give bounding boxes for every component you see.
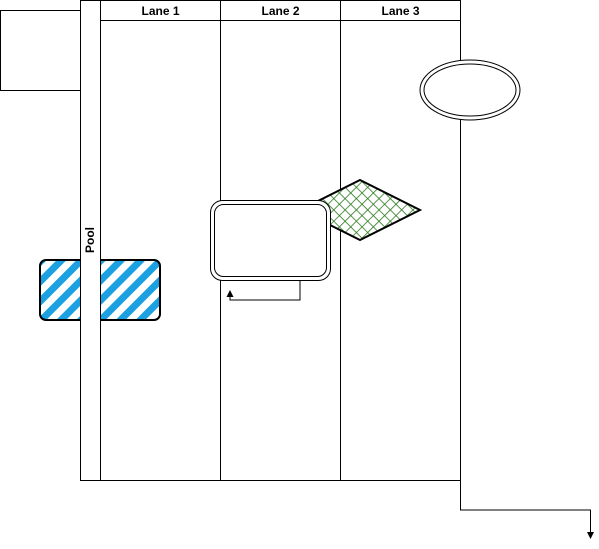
lane-3-label: Lane 3	[381, 4, 419, 18]
lane-2-label: Lane 2	[261, 4, 299, 18]
loop-connector[interactable]	[226, 280, 301, 301]
pool-header-overlay	[80, 258, 101, 322]
lane-3-body	[340, 0, 461, 481]
lane-1-label: Lane 1	[141, 4, 179, 18]
double-rounded-rectangle[interactable]	[210, 200, 331, 281]
double-ellipse[interactable]	[419, 59, 521, 121]
pool-label: Pool	[83, 227, 97, 253]
loop-connector-arrowhead	[226, 290, 234, 297]
lane-3[interactable]: Lane 3	[340, 0, 461, 481]
exit-connector-arrowhead	[587, 532, 594, 539]
plain-rectangle[interactable]	[0, 10, 81, 91]
exit-connector[interactable]	[460, 480, 595, 539]
